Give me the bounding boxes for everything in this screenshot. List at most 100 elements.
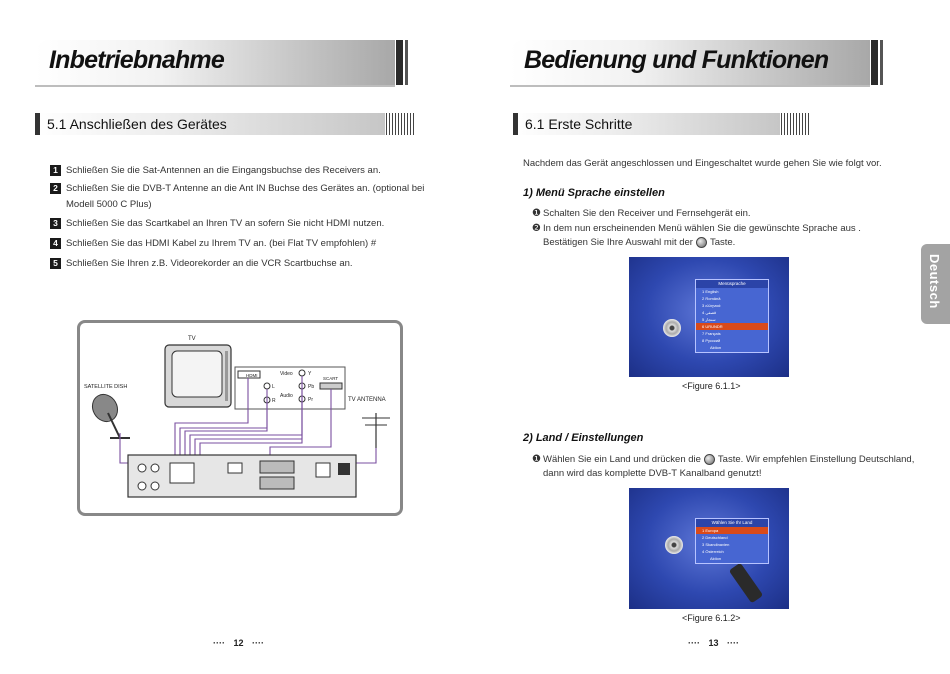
y-label: Y (308, 371, 312, 377)
step-number: 1 (50, 165, 61, 176)
menu-title: Menüsprache (696, 280, 768, 288)
step-number: 3 (50, 218, 61, 229)
menu-item: 3 ελληνικά (702, 303, 721, 308)
audio-l-port (263, 382, 271, 390)
menu-item: 7 Français (702, 331, 721, 336)
menu-item: 5 سنجار (702, 317, 716, 322)
menu-footer: Aktion (710, 345, 722, 350)
audio-label: Audio (280, 393, 293, 399)
subheading-language: 1) Menü Sprache einstellen (523, 187, 665, 199)
menu-item: 4 Österreich (702, 549, 724, 554)
antenna-label: TV ANTENNA (348, 397, 386, 403)
power-switch (315, 462, 331, 478)
language-tab-label: Deutsch (927, 254, 942, 309)
pb-label: Pb (308, 384, 314, 390)
subheading-country: 2) Land / Einstellungen (523, 432, 644, 444)
right-page-number: ···· 13 ···· (688, 638, 739, 648)
scart-port (319, 382, 343, 390)
disc-icon (663, 319, 681, 337)
step-text: Schließen Sie das Scartkabel an Ihren TV… (66, 218, 385, 229)
bullet-line: Taste. Wir empfehlen Einstellung Deutsch… (717, 454, 915, 465)
power-socket (338, 463, 350, 475)
menu-item: 1 English (702, 289, 719, 294)
menu-item: 4 قصفي (702, 310, 717, 315)
page-number: 13 (708, 638, 719, 648)
menu-item-selected: 1 Europa (696, 527, 768, 534)
bullet-language-2: ❷ In dem nun erscheinenden Menü wählen S… (532, 222, 912, 250)
right-section-title: 6.1 Erste Schritte (525, 116, 633, 132)
ok-button-icon (703, 453, 715, 465)
page-number: 12 (233, 638, 244, 648)
dots: ···· (252, 638, 265, 648)
bullet-text: In dem nun erscheinenden Menü wählen Sie… (543, 222, 861, 250)
title-bar-end (871, 40, 878, 85)
right-title-bar: Bedienung und Funktionen (510, 40, 883, 87)
barcode-decoration (781, 113, 809, 135)
step-text: Schließen Sie Ihren z.B. Videorekorder a… (66, 258, 353, 269)
bullet-line: dann wird das komplette DVB-T Kanalband … (543, 468, 762, 479)
bullet-text: Schalten Sie den Receiver und Fernsehger… (543, 208, 751, 219)
lnb-out-port (137, 481, 147, 491)
tv-side (225, 351, 228, 401)
step-number: 2 (50, 183, 61, 194)
right-section-bar: 6.1 Erste Schritte (513, 113, 780, 135)
ant-in-port (150, 463, 160, 473)
bullet-line: Bestätigen Sie Ihre Auswahl mit der (543, 237, 693, 248)
satellite-dish-icon (91, 393, 119, 423)
hdmi-label: HDMI (246, 373, 258, 378)
step-number: 4 (50, 238, 61, 249)
tv-screen (171, 350, 223, 398)
vcr-scart-port (259, 476, 295, 490)
rs232-port (227, 462, 243, 474)
figure-caption: <Figure 6.1.2> (682, 613, 741, 623)
menu-item: 2 Română (702, 296, 721, 301)
rca-ports (169, 462, 195, 484)
dots: ···· (727, 638, 740, 648)
figure-caption: <Figure 6.1.1> (682, 381, 741, 391)
connection-diagram-svg: TV SATELLITE DISH TV ANTENNA HDMI Video … (84, 336, 390, 498)
section-marker (513, 113, 518, 135)
left-title-bar: Inbetriebnahme (35, 40, 408, 87)
bullet-number: ❶ (532, 454, 541, 465)
r-label: R (272, 398, 276, 404)
country-menu: Wählen Sie Ihr Land 1 Europa 2 Deutschla… (695, 518, 769, 564)
lnb-in-port (137, 463, 147, 473)
bullet-text: Wählen Sie ein Land und drücken die Taste… (543, 453, 914, 481)
title-bar-end (396, 40, 403, 85)
left-page: Inbetriebnahme 5.1 Anschließen des Gerät… (35, 40, 425, 648)
bullet-line: Taste. (709, 237, 736, 248)
menu-item: 3 Skandinavien (702, 542, 730, 547)
menu-title: Wählen Sie Ihr Land (696, 519, 768, 527)
language-menu: Menüsprache 1 English 2 Română 3 ελληνικ… (695, 279, 769, 353)
left-section-bar: 5.1 Anschließen des Gerätes (35, 113, 385, 135)
language-tab[interactable]: Deutsch (921, 244, 950, 324)
dots: ···· (688, 638, 700, 648)
section-marker (35, 113, 40, 135)
dots: ···· (213, 638, 225, 648)
menu-item: 8 Русский (702, 338, 721, 343)
step-text: Schließen Sie das HDMI Kabel zu Ihrem TV… (66, 238, 377, 249)
satellite-label: SATELLITE DISH (84, 384, 127, 390)
step-text: Schließen Sie die DVB-T Antenne an die A… (66, 183, 425, 210)
tv-label: TV (188, 336, 196, 342)
bullet-line: Wählen Sie ein Land und drücken die (543, 454, 701, 465)
bullet-line: In dem nun erscheinenden Menü wählen Sie… (543, 223, 861, 234)
tv-scart-port (259, 460, 295, 474)
l-label: L (272, 384, 275, 390)
title-bar-end-line (405, 40, 408, 85)
barcode-decoration (386, 113, 414, 135)
right-page-title: Bedienung und Funktionen (524, 46, 829, 74)
dish-stand (107, 412, 121, 439)
video-label: Video (280, 371, 293, 377)
left-page-title: Inbetriebnahme (49, 46, 225, 74)
figure-language-menu: Menüsprache 1 English 2 Română 3 ελληνικ… (629, 257, 789, 377)
y-port (298, 369, 306, 377)
disc-icon (665, 536, 683, 554)
bullet-language-1: ❶ Schalten Sie den Receiver und Fernsehg… (532, 207, 912, 221)
scart-label: SCART (323, 376, 338, 381)
menu-item: 2 Deutschland (702, 535, 728, 540)
pr-label: Pr (308, 397, 313, 403)
left-page-number: ···· 12 ···· (213, 638, 264, 648)
title-bar-end-line (880, 40, 883, 85)
intro-text: Nachdem das Gerät angeschlossen und Eing… (523, 158, 882, 169)
